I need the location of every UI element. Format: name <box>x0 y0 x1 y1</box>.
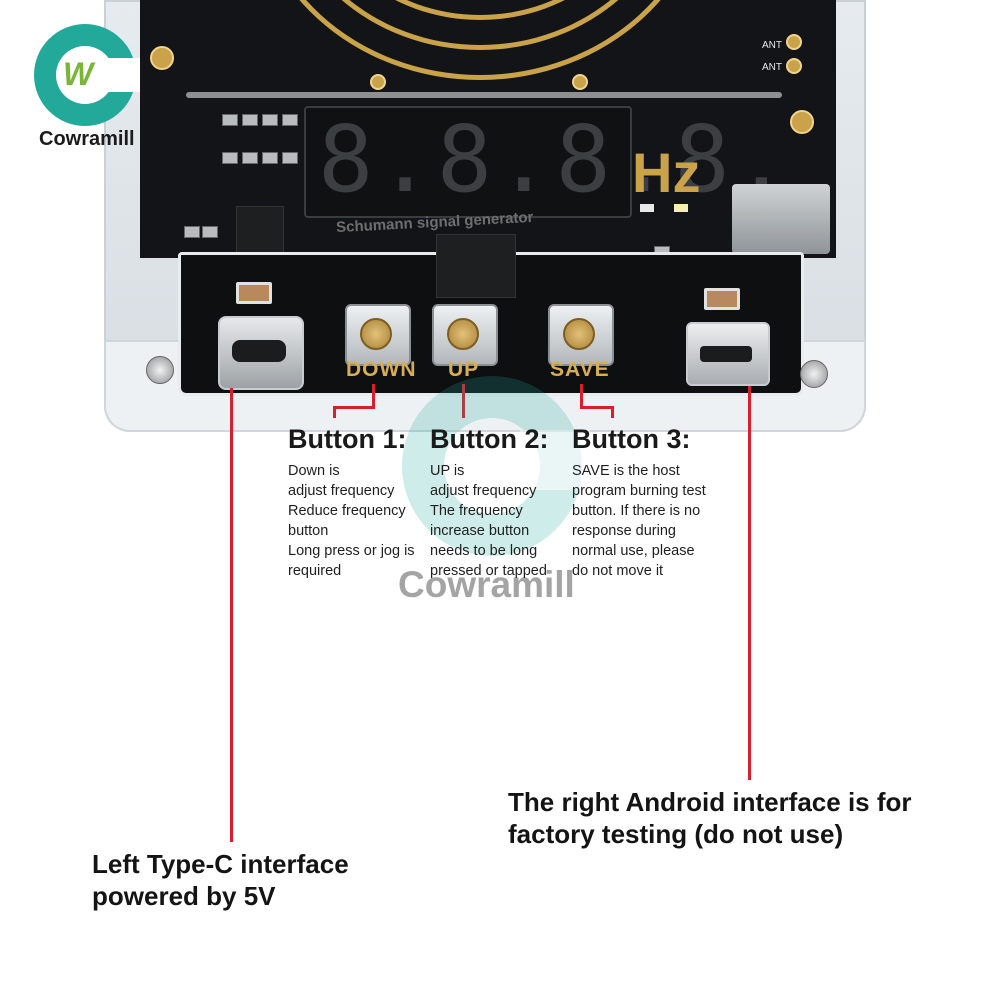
save-button-cap[interactable] <box>563 318 595 350</box>
type-c-port-opening <box>232 340 286 362</box>
pointer-line-button-3 <box>580 384 583 408</box>
screw-left <box>146 356 174 384</box>
led-indicator <box>640 204 654 212</box>
button-3-description: SAVE is the host program burning test bu… <box>572 461 722 581</box>
watermark-logo-gap <box>520 430 590 490</box>
pcb-trace <box>186 92 782 98</box>
description-line: button. If there is no <box>572 503 701 519</box>
smd-part <box>282 114 298 126</box>
up-button[interactable] <box>432 304 498 366</box>
smd-part <box>242 114 258 126</box>
brand-name: Cowramill <box>39 128 135 150</box>
description-line: Down is <box>288 463 340 479</box>
button-3-title: Button 3: <box>572 424 691 454</box>
smd-part <box>184 226 200 238</box>
description-line: adjust frequency <box>430 483 537 499</box>
pointer-line-button-1 <box>333 406 375 409</box>
description-line: needs to be long <box>430 543 538 559</box>
description-line: normal use, please <box>572 543 695 559</box>
description-line: The frequency <box>430 503 523 519</box>
description-line: pressed or tapped <box>430 563 547 579</box>
smd-part <box>262 152 278 164</box>
pointer-line-button-3 <box>611 406 614 418</box>
led-indicator <box>674 204 688 212</box>
button-2-description: UP is adjust frequency The frequency inc… <box>430 461 570 581</box>
smd-part <box>222 152 238 164</box>
description-line: response during <box>572 523 676 539</box>
save-button[interactable] <box>548 304 614 366</box>
button-1-title: Button 1: <box>288 424 407 454</box>
coil-pad-left <box>370 74 386 90</box>
left-port-callout: Left Type-C interface powered by 5V <box>92 848 349 912</box>
ant-pad-2 <box>786 58 802 74</box>
save-button-label: SAVE <box>550 358 610 381</box>
ant-label-1: ANT <box>762 40 782 51</box>
pointer-line-button-1 <box>333 406 336 418</box>
capacitor <box>704 288 740 310</box>
up-button-cap[interactable] <box>447 318 479 350</box>
down-button-label: DOWN <box>346 358 417 381</box>
description-line: Reduce frequency <box>288 503 406 519</box>
button-1-description: Down is adjust frequency Reduce frequenc… <box>288 461 428 581</box>
description-line: SAVE is the host <box>572 463 680 479</box>
button-1-annotation: Button 1: Down is adjust frequency Reduc… <box>288 424 428 581</box>
coil-pad-right <box>572 74 588 90</box>
micro-usb-port-opening <box>700 346 752 362</box>
display-digits: 8.8.8.8. <box>318 106 794 213</box>
watermark-text: Cowramill <box>398 564 575 605</box>
description-line: program burning test <box>572 483 706 499</box>
callout-line: factory testing (do not use) <box>508 819 844 849</box>
description-line: adjust frequency <box>288 483 395 499</box>
down-button-cap[interactable] <box>360 318 392 350</box>
regulator-chip <box>236 206 284 254</box>
power-switch[interactable] <box>732 184 830 254</box>
description-line: Long press or jog is <box>288 543 415 559</box>
callout-line: The right Android interface is for <box>508 787 912 817</box>
pointer-line-button-3 <box>580 406 614 409</box>
mount-hole-right <box>790 110 814 134</box>
brand-logo-w-mark: W <box>63 56 94 92</box>
capacitor <box>236 282 272 304</box>
smd-part <box>282 152 298 164</box>
pointer-line-button-1 <box>372 384 375 408</box>
description-line: required <box>288 563 342 579</box>
button-2-annotation: Button 2: UP is adjust frequency The fre… <box>430 424 570 581</box>
hz-label: Hz <box>632 141 701 204</box>
up-button-label: UP <box>448 358 480 381</box>
pointer-line-type-c <box>230 388 233 842</box>
pointer-line-micro-usb <box>748 386 751 780</box>
right-port-callout: The right Android interface is for facto… <box>508 786 912 850</box>
coil-antenna <box>250 0 710 80</box>
ant-pad-1 <box>786 34 802 50</box>
description-line: do not move it <box>572 563 664 579</box>
brand-logo-gap <box>100 58 140 92</box>
button-3-annotation: Button 3: SAVE is the host program burni… <box>572 424 722 581</box>
main-chip <box>436 234 516 298</box>
screw-right <box>800 360 828 388</box>
seven-segment-display <box>304 106 632 218</box>
callout-line: powered by 5V <box>92 881 276 911</box>
description-line: button <box>288 523 329 539</box>
smd-part <box>222 114 238 126</box>
description-line: UP is <box>430 463 465 479</box>
description-line: increase button <box>430 523 530 539</box>
mount-hole-left <box>150 46 174 70</box>
ant-label-2: ANT <box>762 62 782 73</box>
button-2-title: Button 2: <box>430 424 549 454</box>
callout-line: Left Type-C interface <box>92 849 349 879</box>
smd-part <box>262 114 278 126</box>
smd-part <box>202 226 218 238</box>
smd-part <box>242 152 258 164</box>
